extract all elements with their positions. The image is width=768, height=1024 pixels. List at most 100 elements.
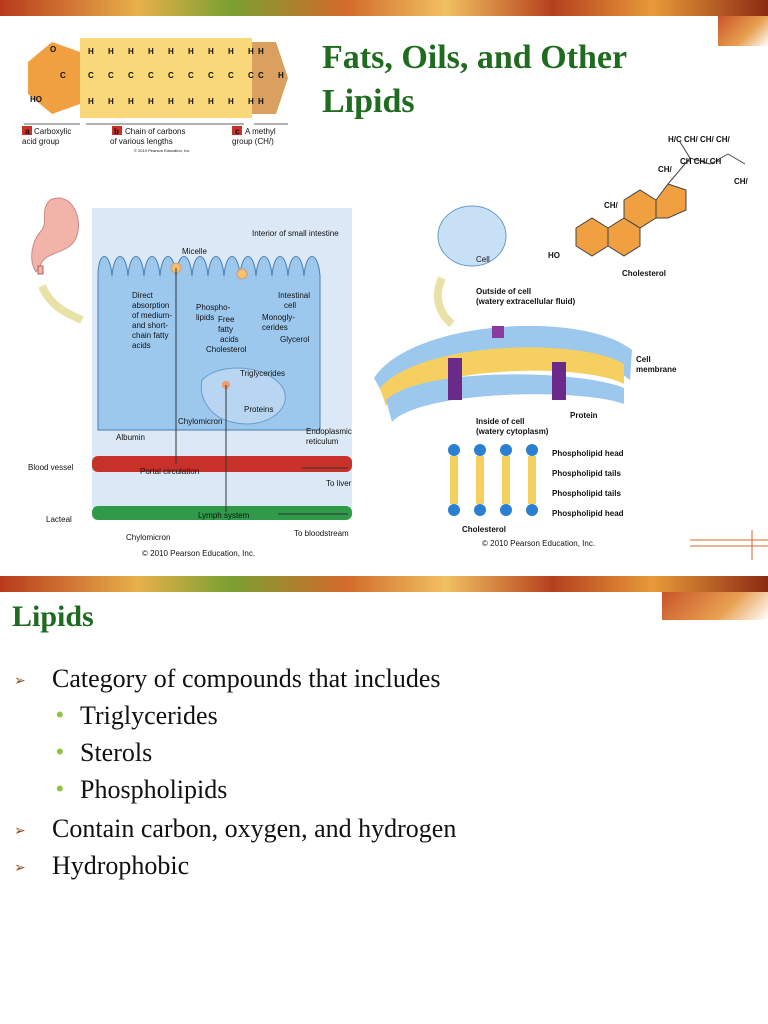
svg-text:To bloodstream: To bloodstream xyxy=(294,529,349,538)
food-banner-top xyxy=(0,0,768,16)
decorative-lines xyxy=(690,530,768,560)
bullet-arrow: ➢ xyxy=(14,859,26,875)
blood-vessel xyxy=(92,456,352,472)
label-a-box xyxy=(22,126,32,135)
direct-absorption-line: Direct xyxy=(132,291,154,300)
atom-label: H xyxy=(248,47,254,56)
svg-text:Lacteal: Lacteal xyxy=(46,515,72,524)
atom-label: H xyxy=(88,47,94,56)
atom-label: H xyxy=(278,71,284,80)
svg-text:H/C CH/ CH/ CH/: H/C CH/ CH/ CH/ xyxy=(668,135,731,144)
svg-text:Proteins: Proteins xyxy=(244,405,273,414)
svg-text:Inside of cell: Inside of cell xyxy=(476,417,524,426)
lymph-vessel xyxy=(92,506,352,520)
svg-text:Phospho-: Phospho- xyxy=(196,303,231,312)
atom-label: HO xyxy=(30,95,42,104)
intestine-absorption-diagram: Interior of small intestine Micelle Dire… xyxy=(28,197,352,558)
atom-label: H xyxy=(168,47,174,56)
atom-label: H xyxy=(148,97,154,106)
svg-text:Phospholipid tails: Phospholipid tails xyxy=(552,469,621,478)
svg-text:CH/: CH/ xyxy=(734,177,749,186)
sub-bullet-item: Triglycerides xyxy=(80,701,218,730)
carbon-chain-shape xyxy=(80,38,252,118)
svg-text:acid group: acid group xyxy=(22,137,60,146)
svg-text:acids: acids xyxy=(220,335,239,344)
atom-label: H xyxy=(168,97,174,106)
svg-text:Portal circulation: Portal circulation xyxy=(140,467,199,476)
svg-text:Free: Free xyxy=(218,315,235,324)
svg-text:Cholesterol: Cholesterol xyxy=(206,345,247,354)
atom-label: H xyxy=(148,47,154,56)
svg-text:Chylomicron: Chylomicron xyxy=(126,533,170,542)
svg-text:Micelle: Micelle xyxy=(182,247,207,256)
phospholipid-head xyxy=(500,444,512,456)
bullet-item: Category of compounds that includes xyxy=(52,664,441,693)
phospholipid-head xyxy=(526,444,538,456)
svg-text:Intestinal: Intestinal xyxy=(278,291,310,300)
atom-label: C xyxy=(258,71,264,80)
atom-label: C xyxy=(248,71,254,80)
cell-icon xyxy=(437,205,507,267)
bullet-dot: • xyxy=(56,702,64,727)
svg-text:(watery cytoplasm): (watery cytoplasm) xyxy=(476,427,549,436)
svg-text:Cell: Cell xyxy=(476,255,490,264)
svg-text:Endoplasmic: Endoplasmic xyxy=(306,427,352,436)
svg-text:Blood vessel: Blood vessel xyxy=(28,463,74,472)
direct-absorption-line: and short- xyxy=(132,321,168,330)
svg-text:Phospholipid head: Phospholipid head xyxy=(552,449,624,458)
atom-label: C xyxy=(228,71,234,80)
svg-text:Interior of small intestine: Interior of small intestine xyxy=(252,229,339,238)
svg-text:To liver: To liver xyxy=(326,479,352,488)
phospholipid-tail xyxy=(528,456,536,504)
svg-text:group (CH/): group (CH/) xyxy=(232,137,274,146)
stomach-icon xyxy=(31,197,79,273)
phospholipid-tail xyxy=(502,456,510,504)
svg-text:fatty: fatty xyxy=(218,325,233,334)
cholesterol-structure: H/C CH/ CH/ CH/ CH CH/ CH CH/ CH/ CH/ HO… xyxy=(548,135,749,278)
phospholipid-head xyxy=(448,504,460,516)
atom-label: C xyxy=(128,71,134,80)
atom-label: H xyxy=(128,47,134,56)
svg-text:(watery extracellular fluid): (watery extracellular fluid) xyxy=(476,297,575,306)
svg-text:Chain of carbons: Chain of carbons xyxy=(125,127,185,136)
svg-text:c: c xyxy=(235,127,240,136)
atom-label: C xyxy=(88,71,94,80)
cell-membrane-diagram: Cell Outside of cell (watery extracellul… xyxy=(374,205,677,548)
svg-text:Lymph system: Lymph system xyxy=(198,511,250,520)
bullet-arrow: ➢ xyxy=(14,822,26,838)
atom-label: H xyxy=(258,47,264,56)
svg-text:cell: cell xyxy=(284,301,296,310)
atom-label: O xyxy=(50,45,56,54)
direct-absorption-line: of medium- xyxy=(132,311,172,320)
svg-text:Outside of cell: Outside of cell xyxy=(476,287,531,296)
direct-absorption-line: acids xyxy=(132,341,151,350)
svg-text:Cholesterol: Cholesterol xyxy=(622,269,666,278)
membrane-top xyxy=(374,325,632,400)
svg-text:Monogly-: Monogly- xyxy=(262,313,295,322)
svg-text:© 2010 Pearson Education, Inc.: © 2010 Pearson Education, Inc. xyxy=(482,539,595,548)
svg-text:Carboxylic: Carboxylic xyxy=(34,127,71,136)
atom-label: C xyxy=(168,71,174,80)
svg-text:HO: HO xyxy=(548,251,560,260)
svg-text:lipids: lipids xyxy=(196,313,214,322)
atom-label: H xyxy=(248,97,254,106)
svg-text:reticulum: reticulum xyxy=(306,437,339,446)
atom-label: C xyxy=(208,71,214,80)
label-b-box xyxy=(112,126,122,135)
phospholipid-head xyxy=(474,444,486,456)
methyl-shape xyxy=(252,42,288,114)
atom-label: H xyxy=(108,97,114,106)
atom-label: C xyxy=(188,71,194,80)
svg-text:Cholesterol: Cholesterol xyxy=(462,525,506,534)
phospholipid-head xyxy=(526,504,538,516)
food-banner-corner xyxy=(718,16,768,46)
phospholipid-tail xyxy=(476,456,484,504)
atom-label: H xyxy=(228,47,234,56)
atom-label: C xyxy=(148,71,154,80)
atom-label: C xyxy=(60,71,66,80)
bullet-item: Hydrophobic xyxy=(52,851,190,880)
phospholipid-head xyxy=(500,504,512,516)
